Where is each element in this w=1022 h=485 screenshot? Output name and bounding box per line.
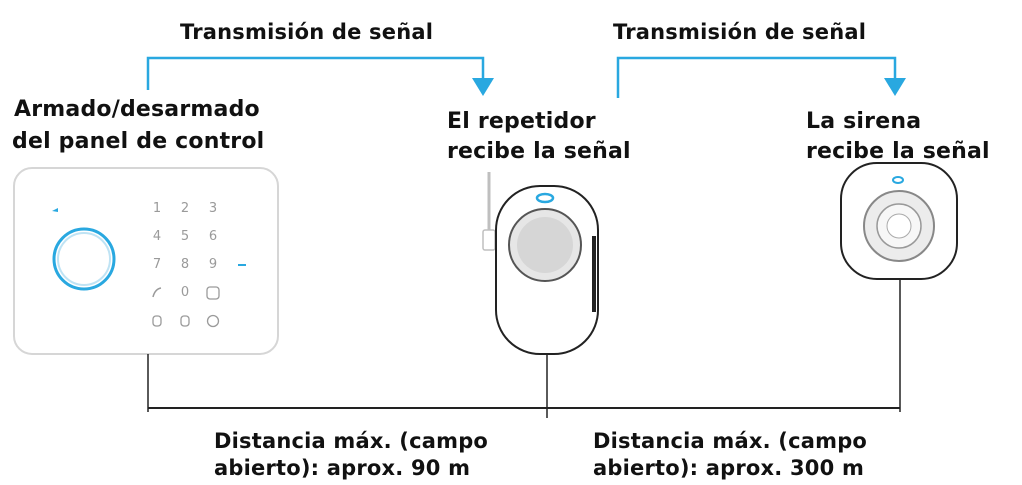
home-arm-icon (206, 314, 220, 328)
keypad: 1 2 3 4 5 6 7 8 9 0 (152, 201, 220, 328)
phone-icon (152, 287, 162, 298)
key-8: 8 (181, 257, 189, 272)
control-panel-label-line1: Armado/desarmado (14, 97, 260, 122)
control-panel-label-line2: del panel de control (12, 129, 265, 154)
distance-1-line1: Distancia máx. (campo (214, 429, 489, 453)
key-6: 6 (209, 229, 217, 244)
repeater-device (482, 172, 599, 355)
signal-label-1: Transmisión de señal (180, 20, 434, 44)
repeater-label-line1: El repetidor (447, 109, 596, 134)
key-2: 2 (181, 201, 189, 216)
key-9: 9 (209, 257, 217, 272)
signal-arrow-1 (146, 56, 494, 96)
distance-2-line2: abierto): aprox. 300 m (593, 456, 865, 480)
key-7: 7 (153, 257, 161, 272)
distance-2-line1: Distancia máx. (campo (593, 429, 868, 453)
disarm-icon (152, 315, 162, 327)
key-5: 5 (181, 229, 189, 244)
indicator-led (238, 264, 246, 266)
arm-icon (180, 315, 190, 327)
key-3: 3 (209, 201, 217, 216)
status-led (535, 192, 555, 204)
repeater-label-line2: recibe la señal (447, 139, 631, 164)
distance-1-line2: abierto): aprox. 90 m (214, 456, 471, 480)
siren-device (840, 162, 958, 280)
key-1: 1 (153, 201, 161, 216)
siren-label-line2: recibe la señal (806, 139, 990, 164)
key-0: 0 (181, 285, 189, 300)
status-led (892, 176, 904, 184)
sos-icon (206, 286, 220, 300)
siren-label-line1: La sirena (806, 109, 922, 134)
signal-label-2: Transmisión de señal (613, 20, 867, 44)
control-panel-device: 1 2 3 4 5 6 7 8 9 0 (13, 167, 279, 355)
power-ring-icon (52, 227, 116, 291)
key-4: 4 (153, 229, 161, 244)
distance-measure (147, 280, 901, 418)
signal-icon (52, 208, 58, 212)
signal-arrow-2 (616, 56, 906, 98)
